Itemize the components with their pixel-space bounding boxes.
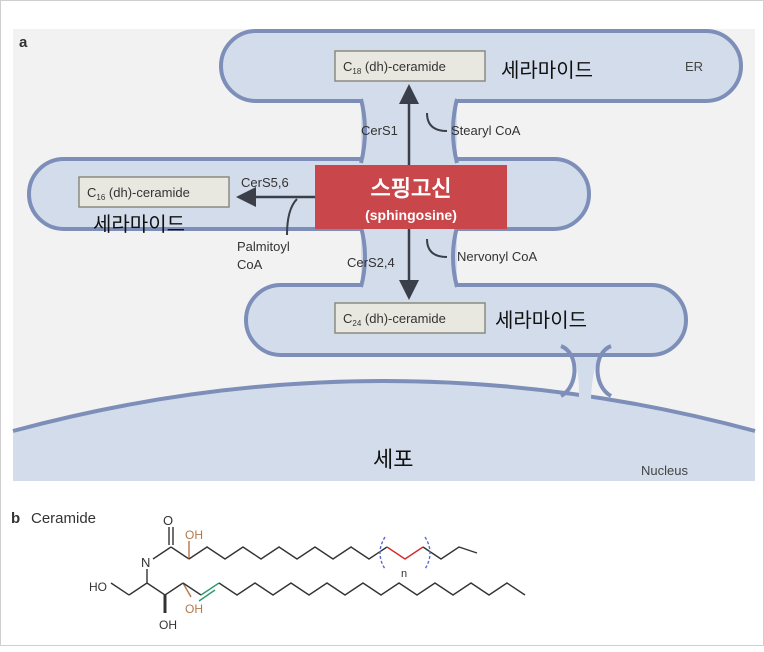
c16-ceramide-label: C16 (dh)-ceramide xyxy=(87,185,190,202)
palmitoyl-coa-label-line1: Palmitoyl xyxy=(237,239,290,254)
c24-ceramide-label: C24 (dh)-ceramide xyxy=(343,311,446,328)
nucleus-label: Nucleus xyxy=(641,463,688,478)
sphingosine-kr: 스핑고신 xyxy=(371,177,452,202)
panel-a-label: a xyxy=(19,34,28,51)
cers1-label: CerS1 xyxy=(361,123,398,138)
nervonyl-coa-label: Nervonyl CoA xyxy=(457,249,538,264)
sphingosine-banner xyxy=(315,165,507,229)
cers24-label: CerS2,4 xyxy=(347,255,395,270)
nervonyl-coa-input xyxy=(426,238,448,258)
cers56-label: CerS5,6 xyxy=(241,175,289,190)
ceramide-kr-bottom: 세라마이드 xyxy=(495,308,587,332)
ceramide-kr-top: 세라마이드 xyxy=(501,58,593,82)
palmitoyl-coa-label-line2: CoA xyxy=(237,257,263,272)
atom-oh-bottom: OH xyxy=(159,618,177,632)
sphingosine-en: (sphingosine) xyxy=(365,207,457,223)
c18-ceramide-label: C18 (dh)-ceramide xyxy=(343,59,446,76)
palmitoyl-coa-input xyxy=(286,198,298,236)
panel-b-label: b xyxy=(11,510,20,527)
ceramide-kr-middle: 세라마이드 xyxy=(93,212,185,236)
atom-oh-alpha: OH xyxy=(185,528,203,542)
panel-b-title: Ceramide xyxy=(31,510,96,527)
c18-ceramide-box xyxy=(334,50,486,82)
cell-label: 세포 xyxy=(373,448,413,473)
nucleus-envelope xyxy=(13,381,755,481)
stearyl-coa-input xyxy=(426,112,448,132)
repeat-n-label: n xyxy=(401,568,407,580)
er-label: ER xyxy=(685,59,703,74)
stearyl-coa-label: Stearyl CoA xyxy=(451,123,521,138)
c16-ceramide-box xyxy=(78,176,230,208)
nucleus-membrane-line xyxy=(12,379,756,433)
c24-ceramide-box xyxy=(334,302,486,334)
atom-n: N xyxy=(141,555,150,570)
atom-ho: HO xyxy=(89,580,107,594)
atom-oh-middle: OH xyxy=(185,602,203,616)
atom-o: O xyxy=(163,513,173,528)
ceramide-structure xyxy=(110,527,526,613)
